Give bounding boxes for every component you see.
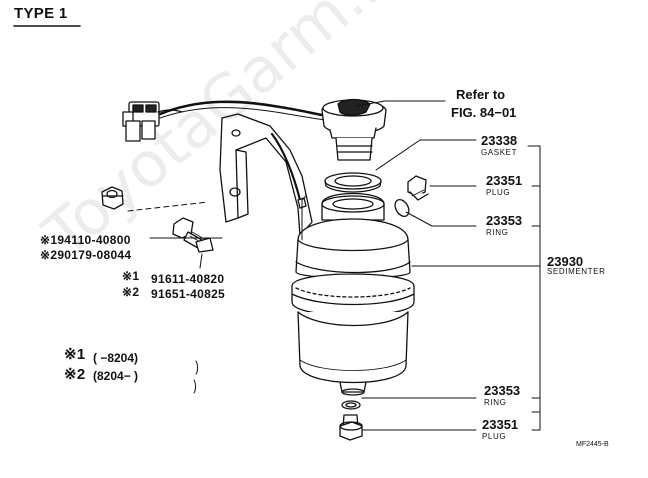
top-ring	[394, 198, 410, 218]
bracket-bolt	[172, 217, 214, 253]
reference-line2: FIG. 84−01	[451, 105, 517, 120]
gasket-name: GASKET	[481, 148, 518, 157]
nut-leader	[127, 201, 209, 212]
sedimenter-body	[291, 192, 415, 396]
ring-bottom-name: RING	[484, 398, 507, 407]
legend-2-range: (8204− )	[93, 369, 139, 383]
ring-top-name: RING	[486, 228, 509, 237]
plug-top-name: PLUG	[486, 188, 511, 197]
plug-bottom-number: 23351	[482, 417, 519, 432]
legend-2-mark: ※2	[64, 366, 86, 383]
bottom-ring	[341, 400, 361, 410]
legend-1-range: ( −8204)	[93, 351, 139, 365]
figure-code: MF2445-B	[576, 441, 609, 448]
bolt-part-1-mark: ※1	[122, 269, 140, 283]
top-plug	[407, 175, 429, 201]
legend-marks	[193, 360, 198, 394]
mounting-bracket	[219, 113, 313, 237]
reference-line1: Refer to	[456, 87, 506, 102]
electrical-connector	[122, 100, 330, 142]
page-title: TYPE 1	[14, 5, 68, 22]
bolt-part-2-mark: ※2	[122, 285, 140, 299]
plug-bottom-name: PLUG	[482, 432, 507, 441]
nut-part-1: ※194110-40800	[40, 233, 131, 247]
ring-bottom-number: 23353	[484, 383, 521, 398]
sedimenter-name: SEDIMENTER	[547, 267, 606, 276]
gasket-number: 23338	[481, 133, 518, 148]
gasket	[324, 172, 382, 193]
leader-lines	[149, 100, 541, 431]
bolt-part-2-number: 91651-40825	[151, 287, 226, 301]
hex-nut	[101, 186, 124, 210]
plug-top-number: 23351	[486, 173, 523, 188]
sedimenter-number: 23930	[547, 254, 584, 269]
sedimenter-cap	[321, 98, 387, 161]
legend-1-mark: ※1	[64, 346, 86, 363]
bottom-plug	[339, 414, 363, 441]
bolt-part-1-number: 91611-40820	[151, 272, 225, 286]
ring-top-number: 23353	[486, 213, 523, 228]
nut-part-2: ※290179-08044	[40, 248, 132, 262]
